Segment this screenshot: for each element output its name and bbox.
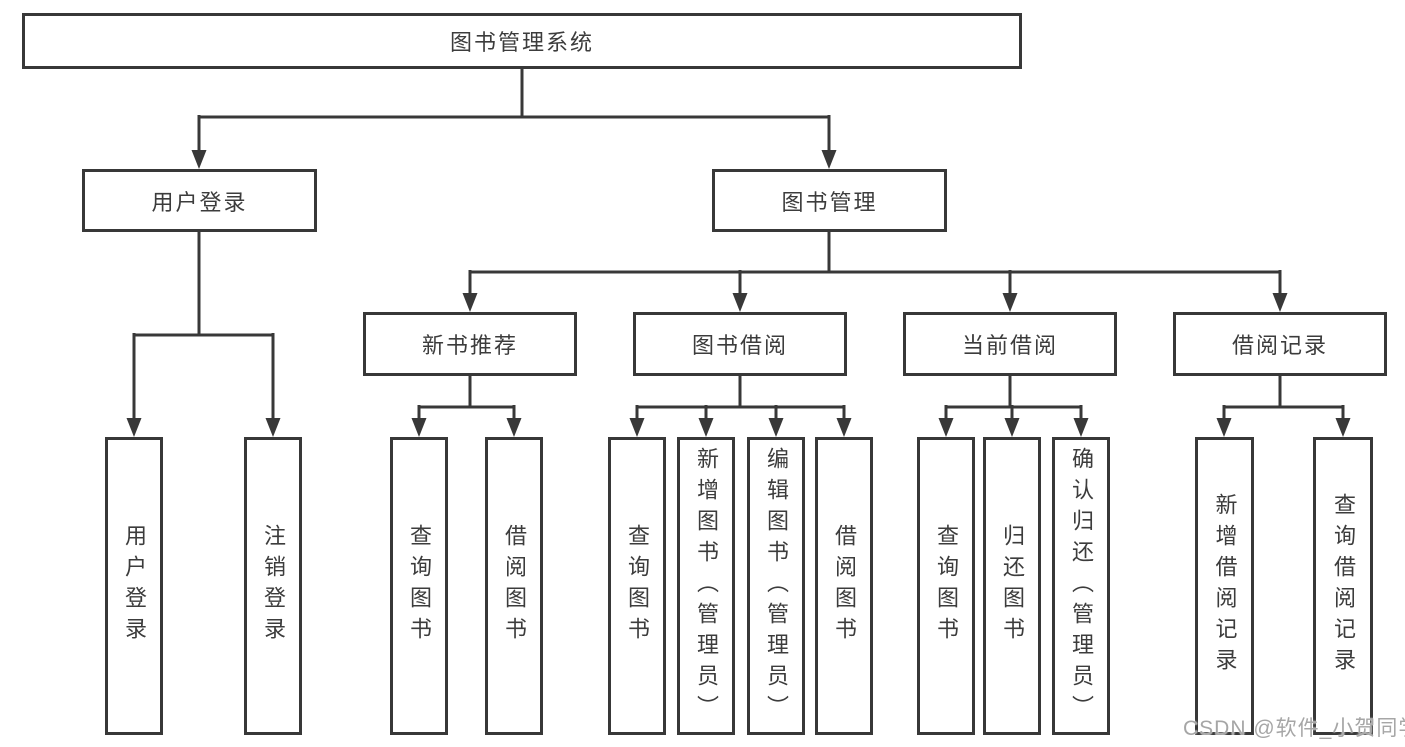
connector-new-books-children [411, 376, 522, 437]
leaf-label: 借阅图书 [832, 524, 857, 648]
leaf-label: 查询图书 [407, 524, 432, 648]
leaf-label: 查询借阅记录 [1331, 493, 1356, 679]
node-library-management-system: 图书管理系统 [22, 13, 1022, 69]
node-label: 用户登录 [151, 189, 248, 215]
leaf-query-books-current: 查询图书 [917, 437, 975, 735]
node-book-borrow: 图书借阅 [633, 312, 847, 376]
connector-root-to-level1 [191, 69, 837, 169]
leaf-edit-books-admin: 编辑图书（管理员） [747, 437, 805, 735]
leaf-borrow-books: 借阅图书 [815, 437, 873, 735]
leaf-user-login: 用户登录 [105, 437, 163, 735]
connector-book-borrow-children [629, 376, 852, 437]
leaf-label: 借阅图书 [502, 524, 527, 648]
leaf-query-books-new: 查询图书 [390, 437, 448, 735]
node-label: 图书管理系统 [449, 30, 594, 55]
connector-borrow-records-children [1216, 376, 1351, 437]
leaf-label: 归还图书 [1000, 524, 1025, 648]
node-book-management: 图书管理 [712, 169, 947, 232]
leaf-label: 查询图书 [934, 524, 959, 648]
leaf-label: 注销登录 [261, 524, 286, 648]
node-new-book-recommend: 新书推荐 [363, 312, 577, 376]
connector-book-management-children [462, 232, 1288, 312]
leaf-add-borrow-record: 新增借阅记录 [1195, 437, 1254, 735]
node-label: 图书管理 [781, 189, 878, 215]
leaf-label: 新增图书（管理员） [694, 446, 719, 726]
leaf-return-books: 归还图书 [983, 437, 1041, 735]
connector-current-borrow-children [938, 376, 1089, 437]
leaf-confirm-return-admin: 确认归还（管理员） [1052, 437, 1110, 735]
node-label: 借阅记录 [1231, 333, 1328, 358]
node-current-borrow: 当前借阅 [903, 312, 1117, 376]
leaf-borrow-books-new: 借阅图书 [485, 437, 543, 735]
leaf-label: 用户登录 [122, 524, 147, 648]
csdn-watermark: CSDN @软件_小贺同学 [1183, 717, 1405, 740]
node-user-login: 用户登录 [82, 169, 317, 232]
leaf-query-borrow-record: 查询借阅记录 [1313, 437, 1373, 735]
connector-user-login-children [126, 231, 281, 437]
node-label: 新书推荐 [421, 333, 518, 358]
leaf-query-books-borrow: 查询图书 [608, 437, 666, 735]
leaf-logout: 注销登录 [244, 437, 302, 735]
node-label: 图书借阅 [691, 333, 788, 358]
node-label: 当前借阅 [961, 333, 1058, 358]
leaf-label: 查询图书 [625, 524, 650, 648]
node-borrow-records: 借阅记录 [1173, 312, 1387, 376]
leaf-add-books-admin: 新增图书（管理员） [677, 437, 735, 735]
leaf-label: 新增借阅记录 [1212, 493, 1238, 679]
leaf-label: 确认归还（管理员） [1069, 446, 1094, 726]
leaf-label: 编辑图书（管理员） [764, 446, 789, 726]
